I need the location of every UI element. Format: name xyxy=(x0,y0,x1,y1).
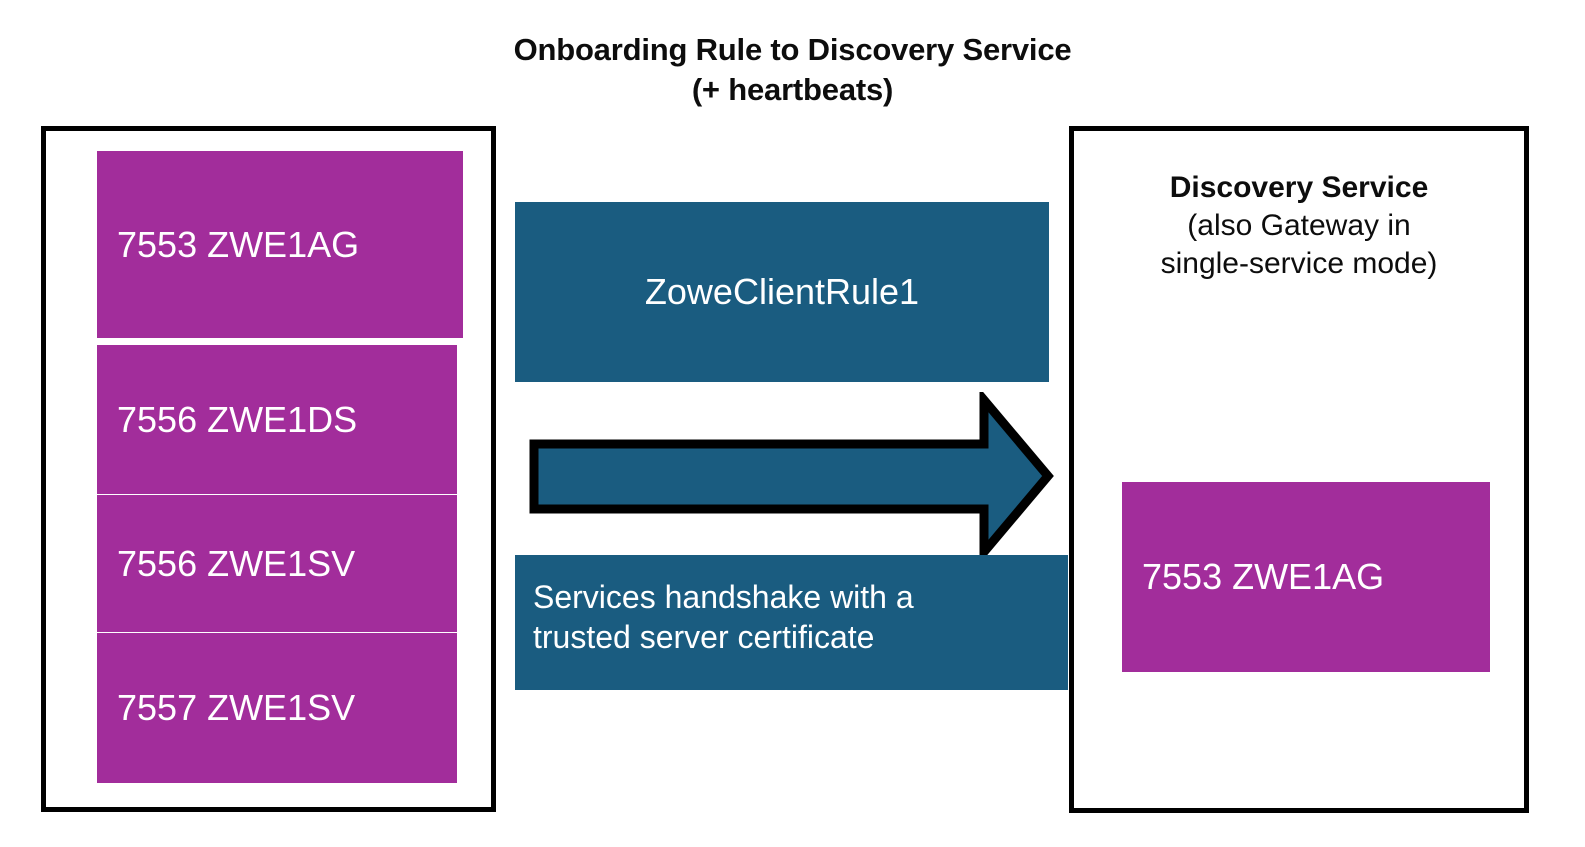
client-rule-label: ZoweClientRule1 xyxy=(644,271,920,312)
discovery-service-heading: Discovery Service (also Gateway in singl… xyxy=(1074,169,1524,283)
service-box: 7556 ZWE1DS xyxy=(97,345,457,494)
handshake-line-2: trusted server certificate xyxy=(533,619,875,655)
service-box: 7556 ZWE1SV xyxy=(97,495,457,632)
service-box: 7557 ZWE1SV xyxy=(97,633,457,783)
right-block-arrow-icon xyxy=(529,392,1054,560)
discovery-service-panel: Discovery Service (also Gateway in singl… xyxy=(1069,126,1529,813)
service-label: 7553 ZWE1AG xyxy=(117,223,360,265)
service-label: 7557 ZWE1SV xyxy=(117,687,356,728)
title-line-2: (+ heartbeats) xyxy=(691,72,894,107)
title-line-1: Onboarding Rule to Discovery Service xyxy=(513,32,1072,67)
discovery-service-subtitle-line-1: (also Gateway in xyxy=(1187,209,1411,242)
handshake-line-1: Services handshake with a xyxy=(533,579,914,615)
client-rule-box: ZoweClientRule1 xyxy=(515,202,1049,382)
service-label: 7556 ZWE1SV xyxy=(117,542,356,584)
diagram-title: Onboarding Rule to Discovery Service (+ … xyxy=(0,30,1585,110)
discovery-service-title: Discovery Service xyxy=(1169,171,1429,204)
service-box: 7553 ZWE1AG xyxy=(97,151,463,338)
registered-service-label: 7553 ZWE1AG xyxy=(1142,556,1385,597)
handshake-note-box: Services handshake with a trusted server… xyxy=(515,555,1068,690)
registered-service-box: 7553 ZWE1AG xyxy=(1122,482,1490,672)
services-panel: 7553 ZWE1AG 7556 ZWE1DS 7556 ZWE1SV 7557… xyxy=(41,126,496,812)
service-label: 7556 ZWE1DS xyxy=(117,398,358,440)
discovery-service-subtitle-line-2: single-service mode) xyxy=(1160,247,1438,280)
